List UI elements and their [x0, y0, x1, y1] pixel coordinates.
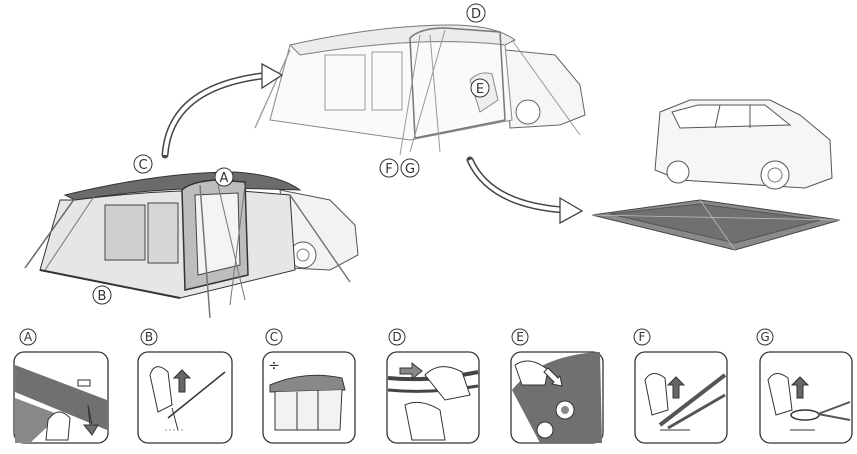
svg-text:C: C — [138, 158, 147, 173]
groundsheet-illustration — [591, 199, 841, 251]
callout-c: C — [133, 154, 153, 174]
tent-with-vehicle-illustration — [254, 24, 586, 156]
callout-b: B — [92, 285, 112, 305]
callout-d: D — [466, 3, 486, 23]
svg-text:D: D — [392, 330, 401, 344]
svg-text:C: C — [270, 330, 278, 344]
van-illustration — [654, 99, 833, 190]
step-b-panel: B — [137, 328, 233, 444]
svg-text:B: B — [98, 289, 107, 304]
svg-text:D: D — [471, 7, 481, 22]
svg-text:F: F — [385, 162, 392, 177]
tent-assembled-illustration — [24, 171, 359, 319]
callout-a: A — [214, 167, 234, 187]
svg-text:E: E — [516, 330, 524, 344]
step-d-panel: D — [386, 328, 480, 444]
svg-text:E: E — [476, 82, 484, 97]
step-c-panel: C ÷ — [262, 328, 356, 444]
svg-text:G: G — [760, 330, 769, 344]
svg-text:B: B — [145, 330, 153, 344]
callout-e: E — [470, 78, 490, 98]
svg-text:A: A — [220, 171, 229, 186]
step-e-panel: E — [510, 328, 604, 444]
svg-text:÷: ÷ — [268, 358, 280, 374]
svg-text:F: F — [639, 330, 646, 344]
step-g-panel: G — [756, 328, 853, 444]
svg-text:A: A — [24, 330, 33, 344]
step-a-panel: A — [13, 328, 109, 444]
svg-text:G: G — [405, 162, 415, 177]
callout-f: F — [379, 158, 399, 178]
callout-g: G — [400, 158, 420, 178]
step-f-panel: F — [633, 328, 728, 444]
